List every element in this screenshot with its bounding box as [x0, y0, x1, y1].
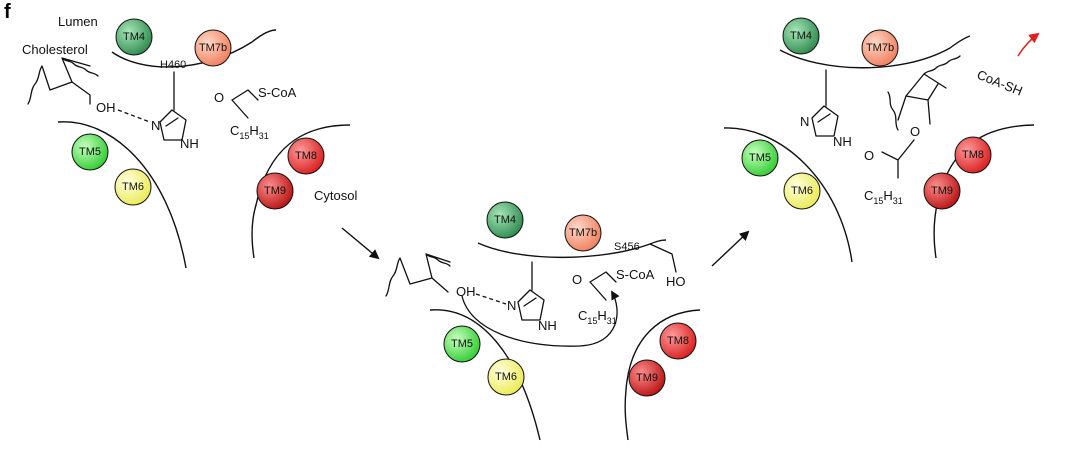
coa-release-label: CoA-SH: [975, 67, 1025, 99]
svg-text:TM6: TM6: [791, 185, 813, 197]
tm9-helix-3: TM9: [923, 172, 961, 210]
ho-label: HO: [666, 274, 686, 289]
imidazole-nh: NH: [180, 136, 199, 151]
membrane-curve-left: [57, 121, 187, 269]
transition-arrow-2: [711, 230, 750, 267]
oh-label: OH: [96, 100, 116, 115]
tm5-helix-2: TM5: [443, 325, 481, 363]
imidazole-nh-3: NH: [833, 134, 852, 149]
carbonyl-o-2: O: [572, 272, 582, 287]
hydrogen-bond: [117, 109, 151, 123]
svg-text:TM5: TM5: [749, 152, 771, 164]
acyl-formula-3: C15H31: [864, 188, 903, 206]
tm8-helix: TM8: [287, 137, 325, 175]
cholesterol-fragment-2: [385, 253, 451, 297]
acyl-formula-2: C15H31: [578, 308, 617, 326]
membrane-curve-top: [111, 29, 277, 68]
scoa-label-2: S-CoA: [616, 267, 655, 282]
membrane-curve-top-3: [779, 35, 971, 69]
svg-text:TM4: TM4: [123, 31, 145, 43]
imidazole-n: N: [151, 118, 160, 133]
h460-label: H460: [160, 59, 186, 71]
svg-text:TM7b: TM7b: [199, 42, 227, 54]
svg-text:TM7b: TM7b: [569, 227, 597, 239]
serine-arm: [649, 243, 677, 273]
ester-carbonyl: [881, 139, 915, 179]
svg-text:TM9: TM9: [264, 185, 286, 197]
membrane-curve-top-2: [477, 239, 667, 259]
svg-text:TM8: TM8: [667, 335, 689, 347]
s456-label: S456: [614, 241, 640, 253]
imidazole-ring-3: [811, 105, 839, 137]
tm9-helix: TM9: [256, 172, 294, 210]
transition-arrow-1: [341, 227, 380, 260]
acyl-formula: C15H31: [230, 123, 269, 141]
membrane-curve-left-3: [723, 127, 853, 263]
imidazole-nh-2: NH: [538, 318, 557, 333]
tm5-helix: TM5: [71, 133, 109, 171]
state-2: S456 HO OH N NH O S-CoA C15H31 TM4 TM7b …: [385, 201, 701, 441]
scoa-label: S-CoA: [258, 85, 297, 100]
svg-text:TM6: TM6: [122, 181, 144, 193]
svg-text:TM6: TM6: [495, 371, 517, 383]
lumen-label: Lumen: [58, 14, 98, 29]
carbonyl-o: O: [214, 90, 224, 105]
tm7b-helix-3: TM7b: [861, 29, 899, 67]
tm8-helix-3: TM8: [954, 136, 992, 174]
cholesterol-label: Cholesterol: [22, 42, 88, 57]
svg-text:TM9: TM9: [931, 185, 953, 197]
svg-text:TM4: TM4: [790, 30, 812, 42]
hydrogen-bond-2: [475, 293, 507, 305]
state-1: Lumen Cholesterol Cytosol OH N NH H460 O…: [22, 14, 357, 269]
tm4-helix: TM4: [115, 18, 153, 56]
svg-text:TM8: TM8: [295, 150, 317, 162]
release-arrow: [1017, 32, 1040, 57]
svg-text:TM5: TM5: [79, 146, 101, 158]
acyl-coa-2: [589, 271, 617, 301]
tm9-helix-2: TM9: [628, 359, 666, 397]
carbonyl-o-3: O: [864, 148, 874, 163]
svg-text:TM4: TM4: [494, 214, 516, 226]
oh-label-2: OH: [456, 284, 476, 299]
imidazole-ring-2: [517, 289, 545, 321]
cholesterol-fragment: [27, 57, 99, 105]
tm6-helix-2: TM6: [487, 358, 525, 396]
cytosol-label: Cytosol: [314, 188, 357, 203]
svg-text:TM8: TM8: [962, 149, 984, 161]
svg-text:TM7b: TM7b: [866, 42, 894, 54]
imidazole-n-3: N: [800, 114, 809, 129]
imidazole-n-2: N: [507, 298, 516, 313]
tm6-helix: TM6: [114, 168, 152, 206]
panel-label: f: [4, 1, 11, 23]
tm7b-helix-2: TM7b: [564, 214, 602, 252]
ester-o: O: [910, 124, 920, 139]
svg-text:TM5: TM5: [451, 338, 473, 350]
cholesterol-fragment-3: [887, 55, 961, 131]
imidazole-ring: [159, 109, 187, 141]
membrane-curve-left-2: [429, 309, 541, 441]
tm8-helix-2: TM8: [659, 322, 697, 360]
attack-arrow: [461, 290, 620, 347]
tm4-helix-3: TM4: [782, 17, 820, 55]
state-3: N NH O O C15H31 CoA-SH TM4 TM7b TM5 TM6 …: [723, 17, 1040, 263]
tm4-helix-2: TM4: [486, 201, 524, 239]
membrane-curve-right-2: [624, 309, 701, 441]
acyl-coa: [231, 89, 259, 119]
tm7b-helix: TM7b: [194, 29, 232, 67]
tm5-helix-3: TM5: [741, 139, 779, 177]
tm6-helix-3: TM6: [783, 172, 821, 210]
svg-text:TM9: TM9: [636, 372, 658, 384]
